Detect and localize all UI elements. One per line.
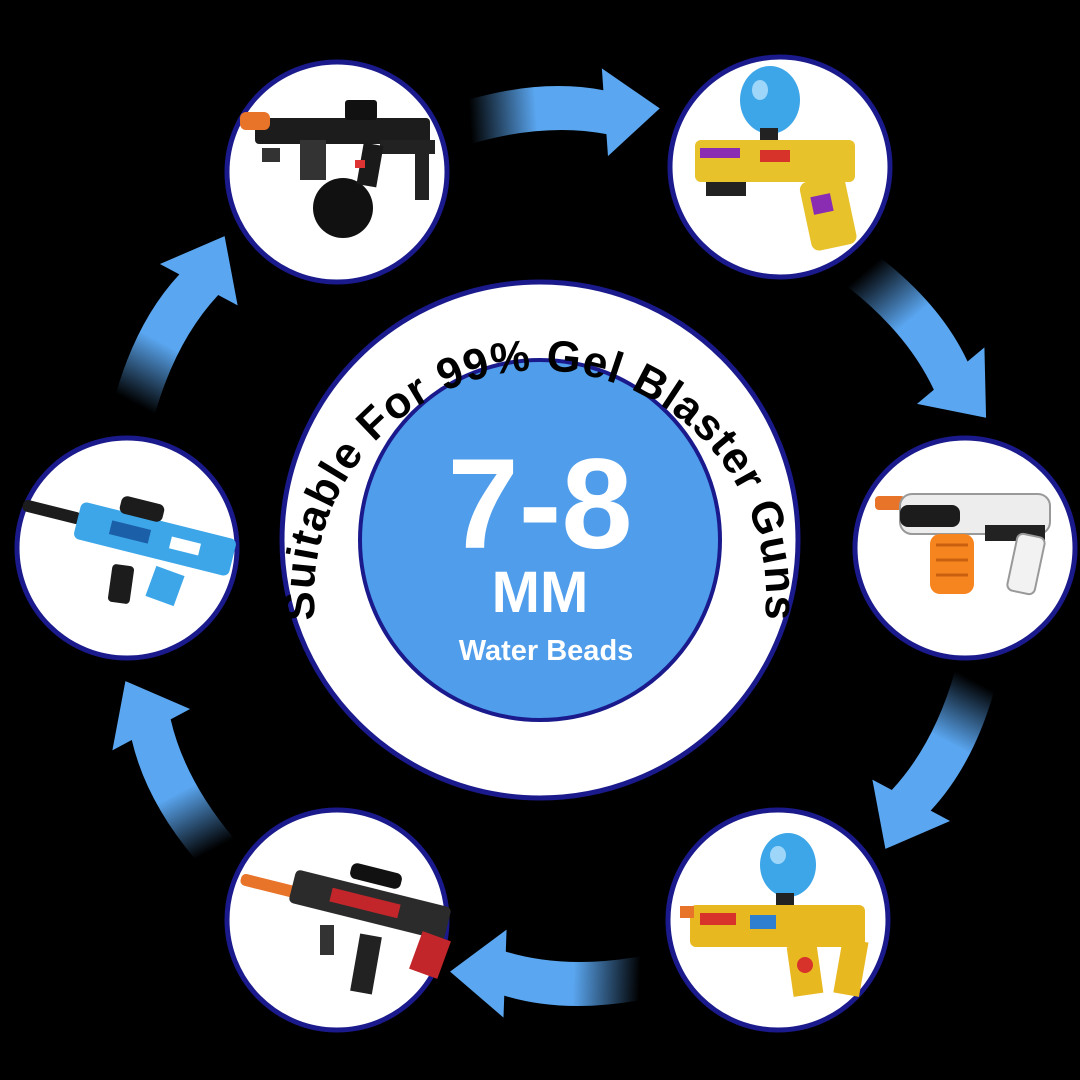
black-blaster-icon: [240, 100, 435, 238]
center-badge: Suitable For 99% Gel Blaster Guns 7-8 MM…: [275, 279, 804, 801]
yellow-smg-icon: [680, 833, 869, 997]
bead-product: Water Beads: [459, 635, 634, 667]
bead-unit: MM: [492, 560, 589, 625]
red-rifle-icon: [240, 863, 451, 995]
product-circle-2: [667, 54, 893, 280]
graffiti-pistol-icon: [695, 66, 857, 251]
blue-rifle-icon: [22, 496, 236, 607]
white-blaster-icon: [875, 493, 1051, 596]
product-circle-1: [224, 59, 450, 285]
product-circle-4: [665, 807, 891, 1033]
bead-size: 7-8: [448, 433, 633, 576]
product-circle-5: [224, 807, 451, 1033]
product-circle-3: [852, 435, 1078, 661]
product-circle-6: [14, 435, 240, 661]
